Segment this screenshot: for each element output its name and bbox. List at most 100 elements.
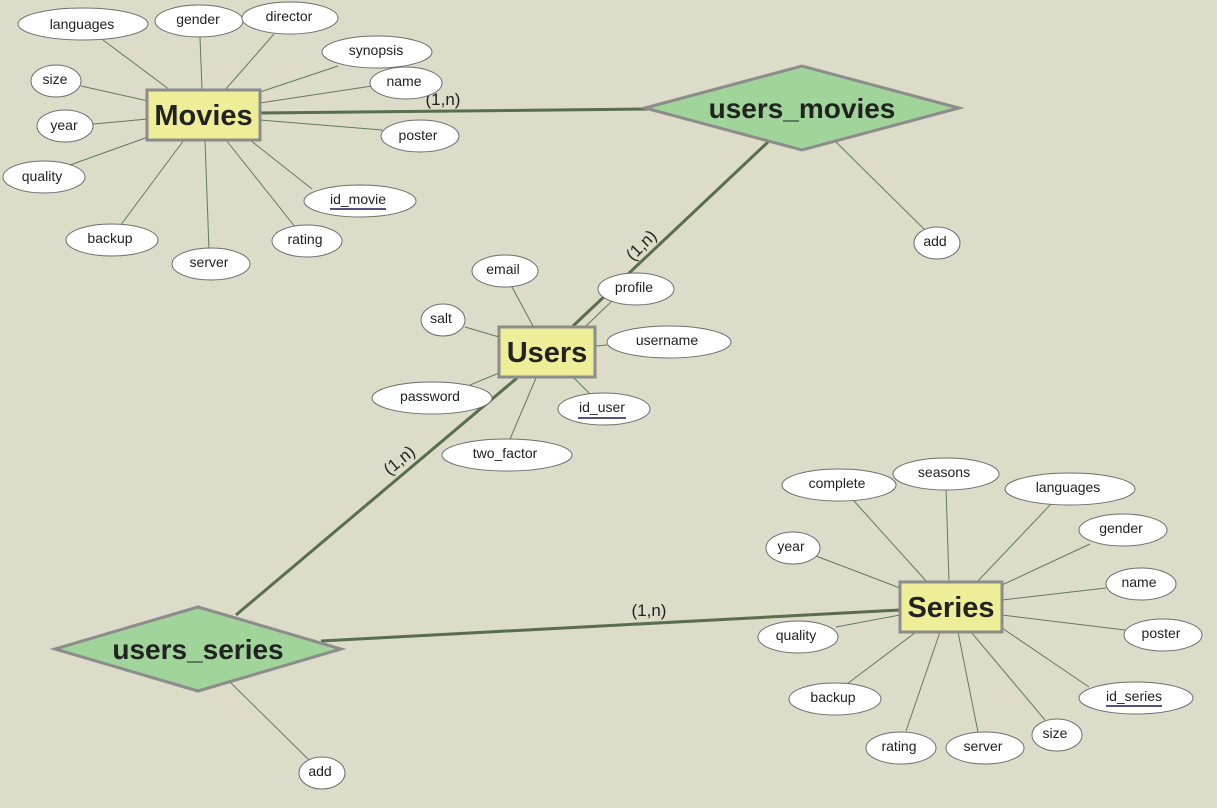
connector-movies-name bbox=[259, 85, 373, 104]
entity-movies-box bbox=[147, 90, 260, 140]
attribute-users-movies-add[interactable]: add bbox=[913, 226, 961, 260]
attribute-label: server bbox=[190, 254, 229, 270]
attribute-series-gender[interactable]: gender bbox=[1078, 513, 1168, 547]
connector-movies-size bbox=[80, 85, 149, 102]
attribute-ellipse bbox=[420, 303, 466, 337]
attribute-movies-server[interactable]: server bbox=[171, 247, 251, 281]
attribute-ellipse bbox=[369, 66, 443, 100]
connector-movies-director bbox=[224, 33, 275, 91]
link-movies-users-movies bbox=[259, 107, 651, 115]
attribute-ellipse bbox=[298, 756, 346, 790]
attributes-users-series: add bbox=[298, 756, 346, 790]
attribute-users-id-user[interactable]: id_user bbox=[557, 392, 651, 426]
connector-users-username bbox=[594, 344, 608, 347]
attribute-users-two-factor[interactable]: two_factor bbox=[441, 438, 573, 472]
attribute-label: add bbox=[923, 233, 946, 249]
attribute-label: backup bbox=[87, 230, 132, 246]
attribute-ellipse bbox=[865, 731, 937, 765]
relationship-users-movies-outline bbox=[639, 64, 965, 152]
attribute-series-size[interactable]: size bbox=[1031, 718, 1083, 752]
attribute-label: size bbox=[1043, 725, 1068, 741]
connector-movies-gender bbox=[199, 36, 203, 91]
attribute-series-year[interactable]: year bbox=[765, 531, 821, 565]
attribute-users-password[interactable]: password bbox=[371, 381, 493, 415]
attribute-movies-quality[interactable]: quality bbox=[2, 160, 86, 194]
attribute-users-salt[interactable]: salt bbox=[420, 303, 466, 337]
connector-movies-year bbox=[92, 118, 149, 125]
attribute-series-rating[interactable]: rating bbox=[865, 731, 937, 765]
entity-users-box bbox=[499, 327, 595, 377]
attribute-ellipse bbox=[17, 7, 149, 41]
connector-users-movies-add bbox=[835, 141, 927, 232]
attribute-movies-synopsis[interactable]: synopsis bbox=[321, 35, 433, 69]
attribute-ellipse bbox=[2, 160, 86, 194]
attribute-ellipse bbox=[557, 392, 651, 426]
attribute-movies-name[interactable]: name bbox=[369, 66, 443, 100]
attribute-series-poster[interactable]: poster bbox=[1123, 618, 1203, 652]
entity-series[interactable]: Series bbox=[898, 580, 1004, 634]
attribute-users-series-add[interactable]: add bbox=[298, 756, 346, 790]
attribute-label: quality bbox=[22, 168, 62, 184]
connector-movies-languages bbox=[102, 39, 171, 91]
attribute-connectors bbox=[69, 33, 1126, 762]
attribute-series-languages[interactable]: languages bbox=[1004, 472, 1136, 506]
attribute-ellipse bbox=[36, 109, 94, 143]
attribute-movies-director[interactable]: director bbox=[241, 1, 339, 35]
relationship-users-series-label: users_series bbox=[112, 634, 283, 665]
attribute-label: email bbox=[486, 261, 519, 277]
attribute-movies-backup[interactable]: backup bbox=[65, 223, 159, 257]
attribute-label: poster bbox=[1142, 625, 1181, 641]
attribute-movies-gender[interactable]: gender bbox=[154, 4, 244, 38]
attribute-series-complete[interactable]: complete bbox=[781, 468, 897, 502]
attribute-label: username bbox=[636, 332, 698, 348]
attribute-series-name[interactable]: name bbox=[1105, 567, 1177, 601]
attribute-movies-rating[interactable]: rating bbox=[271, 224, 343, 258]
attribute-ellipse bbox=[171, 247, 251, 281]
attribute-ellipse bbox=[781, 468, 897, 502]
relationship-users-movies[interactable]: users_movies bbox=[639, 64, 965, 152]
connector-series-poster bbox=[1001, 614, 1126, 631]
attribute-label: gender bbox=[176, 11, 220, 27]
attribute-ellipse bbox=[606, 325, 732, 359]
attribute-movies-size[interactable]: size bbox=[30, 64, 82, 98]
attribute-users-username[interactable]: username bbox=[606, 325, 732, 359]
entity-movies[interactable]: Movies bbox=[145, 88, 262, 142]
attribute-movies-id-movie[interactable]: id_movie bbox=[303, 184, 417, 218]
attribute-movies-year[interactable]: year bbox=[36, 109, 94, 143]
relationship-users-series[interactable]: users_series bbox=[49, 605, 347, 693]
attribute-movies-languages[interactable]: languages bbox=[17, 7, 149, 41]
attribute-label: salt bbox=[430, 310, 452, 326]
connector-series-server bbox=[957, 631, 979, 733]
attribute-ellipse bbox=[271, 224, 343, 258]
attribute-label: password bbox=[400, 388, 460, 404]
attribute-series-server[interactable]: server bbox=[945, 731, 1025, 765]
entity-series-label: Series bbox=[907, 592, 994, 624]
attribute-ellipse bbox=[892, 457, 1000, 491]
attribute-users-email[interactable]: email bbox=[471, 254, 539, 288]
attribute-movies-poster[interactable]: poster bbox=[380, 119, 460, 153]
attribute-label: size bbox=[43, 71, 68, 87]
connector-movies-quality bbox=[69, 136, 149, 166]
attributes-users-movies: add bbox=[913, 226, 961, 260]
attribute-label: id_movie bbox=[330, 191, 386, 207]
attribute-series-quality[interactable]: quality bbox=[757, 620, 839, 654]
connector-series-complete bbox=[853, 500, 928, 583]
attribute-label: synopsis bbox=[349, 42, 403, 58]
connector-series-year bbox=[815, 555, 901, 589]
attribute-ellipse bbox=[321, 35, 433, 69]
attribute-label: server bbox=[964, 738, 1003, 754]
attribute-label: seasons bbox=[918, 464, 970, 480]
attribute-series-seasons[interactable]: seasons bbox=[892, 457, 1000, 491]
attribute-users-profile[interactable]: profile bbox=[597, 272, 675, 306]
attribute-ellipse bbox=[757, 620, 839, 654]
attribute-series-id-series[interactable]: id_series bbox=[1078, 681, 1194, 715]
entity-users[interactable]: Users bbox=[497, 325, 597, 379]
attribute-ellipse bbox=[1004, 472, 1136, 506]
cardinality-series-users-series: (1,n) bbox=[632, 601, 667, 620]
connector-movies-server bbox=[204, 139, 210, 251]
connector-series-backup bbox=[846, 631, 917, 685]
attribute-label: id_series bbox=[1106, 688, 1162, 704]
attribute-series-backup[interactable]: backup bbox=[788, 682, 882, 716]
attribute-ellipse bbox=[788, 682, 882, 716]
connector-series-languages bbox=[976, 503, 1052, 583]
